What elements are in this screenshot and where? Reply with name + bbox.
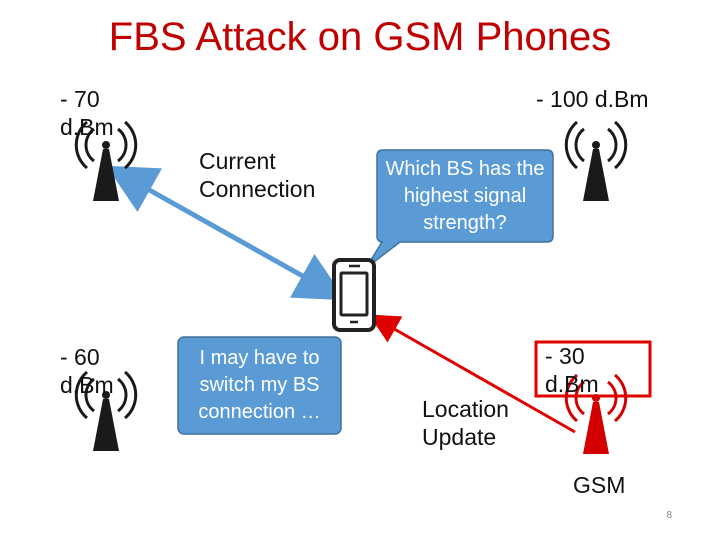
top-right-signal-label: - 100 d.Bm [536,86,649,112]
tower-bottom-left-icon [74,370,138,451]
tower-top-left-icon [74,120,138,201]
tower-top-right-icon [564,120,628,201]
question-callout-bubble [365,149,554,269]
mobile-phone-icon [332,258,376,332]
question-callout-text: Which BS has the highest signal strength… [385,157,545,234]
switch-callout-text: I may have to switch my BS connection … [198,347,321,423]
fake-signal-label: - 30 d.Bm [545,343,599,397]
fake-tower-icon [564,373,628,454]
slide-title: FBS Attack on GSM Phones [108,15,612,59]
current-connection-label: Current Connection [199,148,316,202]
location-update-arrow [368,314,576,434]
location-update-label: Location Update [422,396,509,450]
switch-callout-box [177,336,342,435]
bottom-left-signal-label: - 60 d.Bm [60,344,114,398]
current-connection-arrow [106,165,346,301]
top-left-signal-label: - 70 d.Bm [60,86,114,140]
page-number: 8 [666,510,672,521]
fake-tower-label: GSM [573,472,626,498]
